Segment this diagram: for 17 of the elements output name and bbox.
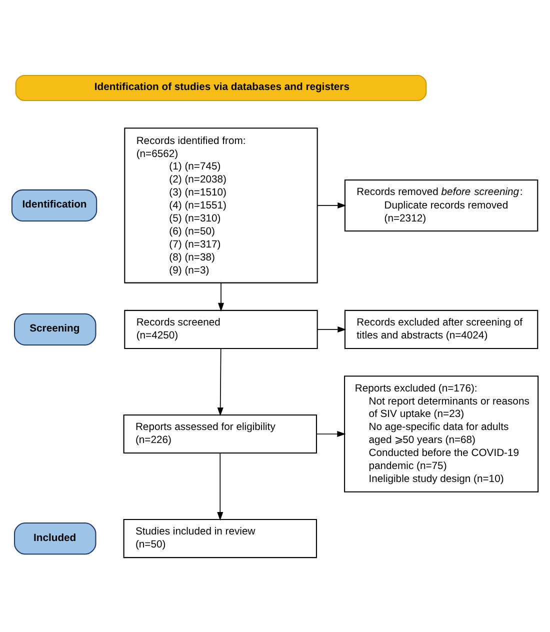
arrow — [217, 348, 224, 416]
node-box: Identification — [11, 188, 98, 222]
arrow — [316, 430, 346, 437]
node-box: Studies included in review (n=50) — [123, 518, 317, 558]
arrow — [316, 326, 346, 332]
arrow — [218, 282, 224, 312]
node-box: Reports assessed for eligibility (n=226) — [123, 414, 317, 454]
node-box: Records removed before screening: Duplicate records removed (n=2312) — [344, 178, 538, 231]
node-box: Records screened (n=4250) — [124, 309, 318, 348]
arrow — [217, 452, 224, 520]
node-box: Included — [14, 522, 96, 554]
node-box: Records excluded after screening of titles and abstracts (n=4024) — [344, 309, 538, 348]
node-box: Identification of studies via databases and registers — [15, 74, 427, 101]
node-box: Screening — [14, 312, 96, 346]
node-box: Records identified from: (n=6562) (1) (n=745) (2) (n=2038) (3) (n=1510) (4) (n=1551) (5) (n=310) (6) (n=50) (7) (n=317) (8) (n=38) (9) (n=3) — [124, 127, 318, 283]
node-box: Reports excluded (n=176): Not report determinants or reasons of SIV uptake (n=23) No age-specific data for adults aged ⩾50 years (n=68) Conducted before the COVID-19 pandemic (n=75) Ineligible study design (n=10) — [344, 375, 539, 492]
arrow — [316, 202, 346, 208]
